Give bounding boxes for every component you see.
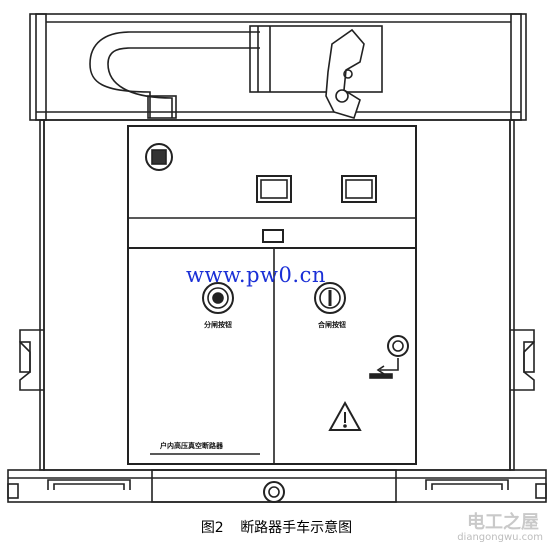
open-button-icon — [202, 282, 234, 314]
right-side-rail — [510, 329, 535, 391]
counter-window — [262, 229, 284, 243]
logo-emblem-icon — [145, 143, 173, 171]
crank-socket-icon — [369, 335, 409, 379]
chassis-lock-icon — [263, 481, 285, 503]
figure-number: 图2 — [200, 520, 224, 536]
site-url: diangongwu.com — [457, 532, 543, 543]
bus-connection-pipe — [89, 25, 383, 119]
watermark-url: www.pw0.cn — [186, 263, 326, 287]
indicator-window-left — [256, 175, 292, 203]
upper-frame — [29, 13, 527, 121]
main-body — [39, 119, 515, 471]
left-side-rail — [19, 329, 44, 391]
figure-title: 断路器手车示意图 — [240, 520, 353, 536]
warning-triangle-icon — [328, 400, 362, 431]
open-button-label: 分闸按钮 — [204, 321, 232, 329]
front-panel — [127, 125, 417, 465]
indicator-window-right — [341, 175, 377, 203]
site-logo: 电工之屋 — [467, 512, 539, 533]
figure-caption: 图2 断路器手车示意图 — [0, 517, 553, 537]
bottom-chassis — [7, 469, 547, 503]
close-button-label: 合闸按钮 — [318, 321, 346, 329]
operating-handle — [325, 28, 365, 119]
nameplate-text: 户内高压真空断路器 — [160, 442, 223, 450]
close-button-icon — [314, 282, 346, 314]
